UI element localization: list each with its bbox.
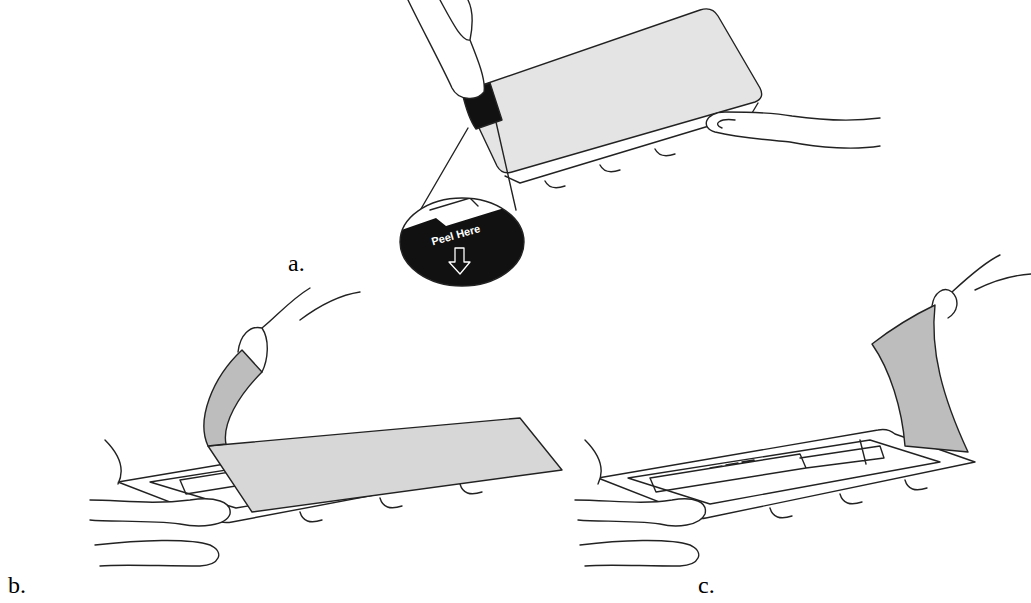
lower-hand (575, 440, 705, 566)
upper-hand (238, 288, 360, 372)
syringe (650, 440, 884, 492)
upper-hand (932, 255, 1031, 318)
lid (208, 418, 562, 512)
left-hand (408, 0, 484, 98)
right-thumb (718, 120, 735, 128)
panel-letter: a. (288, 250, 305, 277)
panel-letter: c. (698, 572, 715, 599)
tray-feet (770, 480, 927, 518)
panel-c (575, 255, 1031, 566)
callout-circle (400, 198, 524, 286)
lid (462, 9, 762, 173)
panel-b (90, 288, 562, 566)
panel-a (396, 0, 880, 290)
down-arrow (449, 248, 470, 274)
lower-hand (90, 440, 230, 566)
lid (872, 305, 968, 452)
tray-corner (430, 198, 478, 210)
right-hand (706, 112, 880, 148)
panel-letter: b. (8, 572, 26, 599)
tray-cavity (628, 440, 940, 504)
lid-curl (204, 350, 262, 446)
